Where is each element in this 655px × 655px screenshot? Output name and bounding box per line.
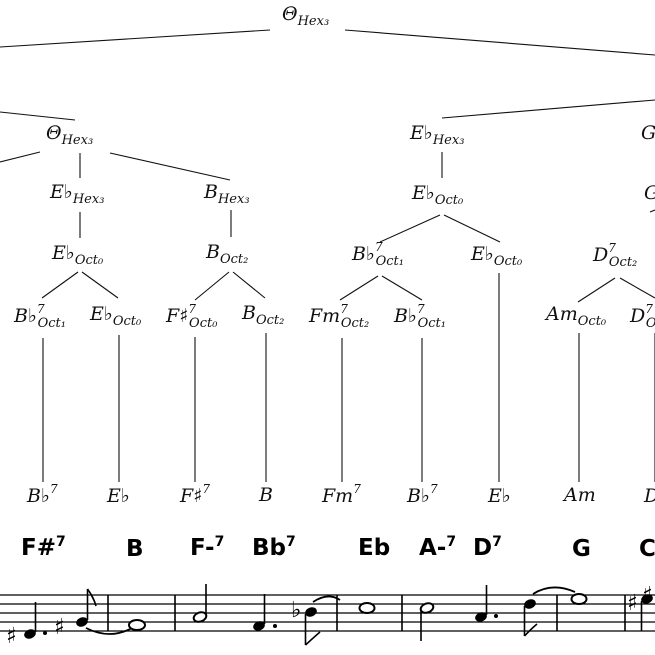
edge-boct-fsharp [194, 271, 230, 301]
edge-offscreen-ebhex-mid [441, 99, 655, 119]
leaf-fm7: Fm7 [321, 482, 361, 507]
node-am-oct0: AmOct₀ [544, 303, 607, 329]
node-eb-oct0-mid: E♭Oct₀ [411, 182, 464, 208]
tie [532, 586, 576, 595]
leaf-am: Am [562, 484, 596, 506]
chord-a-7: A-7 [419, 534, 456, 561]
node-eb-hex3-mid: E♭Hex₃ [409, 122, 464, 148]
edge-eboct-bb7-mid [379, 214, 441, 243]
edge-g-d7 [649, 209, 655, 213]
note [253, 621, 265, 631]
tie [85, 627, 133, 635]
note [358, 602, 376, 614]
node-g-partial: G [641, 122, 655, 144]
tree-edges [0, 29, 655, 482]
chord-bb7: Bb7 [252, 534, 296, 561]
flat-icon: ♭ [291, 598, 301, 623]
chord-eb: Eb [358, 535, 390, 561]
sharp-icon: ♯ [6, 624, 17, 649]
leaf-bb7-1: B♭7 [26, 482, 58, 507]
edge-theta-bhex [109, 152, 231, 181]
edge-bb7-fm7 [339, 275, 379, 301]
node-eb-oct0-leaf-left: E♭Oct₀ [89, 303, 142, 329]
music-staff: ♯ ♯ ♭ ♯ [0, 583, 655, 649]
chord-g: G [572, 536, 591, 562]
node-eb-hex3-left: E♭Hex₃ [49, 181, 104, 207]
node-theta-hex3: ΘHex₃ [46, 122, 93, 148]
edge-d7-am [577, 277, 616, 303]
dot [494, 614, 498, 618]
edge-theta-offscreen [0, 151, 41, 163]
edge-bb7-bb7 [381, 275, 423, 301]
leaf-b: B [258, 484, 273, 506]
edge-root-right [344, 29, 655, 56]
note [475, 612, 487, 622]
sharp-icon: ♯ [54, 615, 65, 640]
node-root: ΘHex₃ [282, 3, 329, 29]
tree-labels: ΘHex₃ ΘHex₃ E♭Hex₃ BHex₃ E♭Oct₀ BOct₂ B♭… [13, 3, 655, 331]
edge-eboct-eboct-mid [443, 214, 501, 243]
tie [312, 595, 341, 603]
node-d7-partial: D7O [629, 302, 655, 331]
node-b-hex3: BHex₃ [203, 181, 250, 207]
dot [273, 624, 277, 628]
leaf-eb-1: E♭ [106, 485, 130, 507]
chord-d7: D7 [473, 534, 502, 561]
note [570, 593, 588, 605]
note [128, 619, 146, 631]
note [24, 629, 36, 639]
edge-offscreen-theta [0, 111, 76, 121]
note-flag [304, 631, 321, 646]
node-eb-oct0-left: E♭Oct₀ [51, 242, 104, 268]
note-flag [523, 623, 538, 637]
node-eb-oct0-mid-right: E♭Oct₀ [470, 243, 523, 269]
node-b-oct2-leaf: BOct₂ [241, 302, 284, 328]
leaf-eb-2: E♭ [487, 485, 511, 507]
node-b-oct2: BOct₂ [205, 241, 248, 267]
chord-c-partial: C [639, 536, 655, 562]
note [76, 617, 88, 627]
edge-eboct-eboct0 [81, 271, 119, 299]
dot [43, 631, 47, 635]
edge-eboct-bb7 [41, 271, 79, 299]
chord-symbols: F#7 B F-7 Bb7 Eb A-7 D7 G C [21, 534, 655, 562]
note [641, 594, 653, 604]
chord-f-7: F-7 [190, 534, 224, 561]
sharp-icon: ♯ [627, 591, 638, 616]
leaf-labels: B♭7 E♭ F♯7 B Fm7 B♭7 E♭ Am D [26, 482, 655, 507]
edge-boct-boct [232, 271, 266, 299]
leaf-d-partial: D [643, 485, 655, 507]
sharp-icon: ♯ [642, 583, 653, 608]
note [305, 607, 317, 617]
note [524, 599, 536, 609]
chord-b: B [126, 536, 144, 562]
chord-fsharp7: F#7 [21, 534, 66, 561]
note-flag [86, 588, 97, 607]
edge-d7-d7 [619, 277, 655, 299]
leaf-bb7-2: B♭7 [406, 482, 438, 507]
edge-root-left [0, 29, 271, 48]
node-g-partial-2: G [644, 182, 655, 204]
leaf-fsharp7: F♯7 [179, 482, 210, 507]
